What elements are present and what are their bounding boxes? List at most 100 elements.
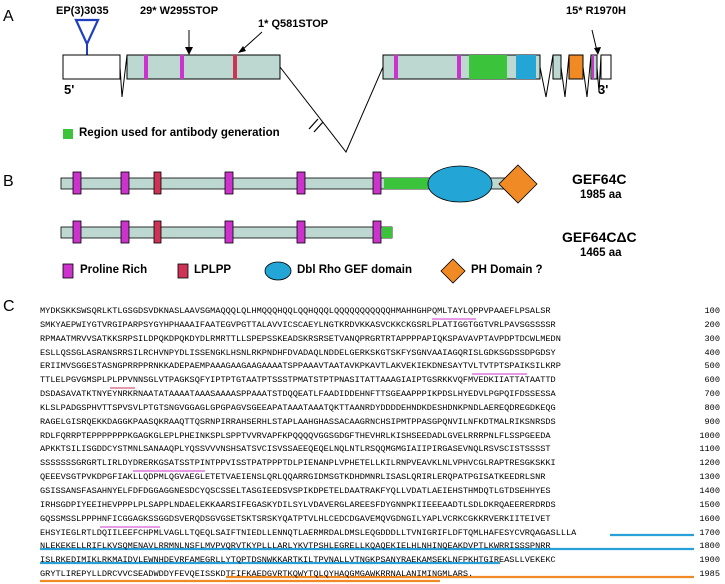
sequence-residues: MYDKSKKSWSQRLKTLGSGDSVDKNASLAAVSGMAQQQLQ… [40, 306, 551, 316]
sequence-position: 1500 [699, 499, 720, 510]
antibody-legend-label: Region used for antibody generation [79, 127, 280, 139]
proline-rich-block [224, 171, 234, 195]
legend-lplpp-swatch [177, 263, 189, 279]
proline-rich-mark [180, 55, 184, 79]
sequence-line: KLSLPADGSPHVTTSPVSVLPTGTSNGVGGAGLGPGPAGV… [40, 402, 720, 416]
sequence-line: DSDASAVATKTNYEYNRKRNAATATAAAATAAASAAAASP… [40, 388, 720, 402]
proline-rich-block [72, 220, 82, 244]
exon-utr-5 [62, 54, 121, 80]
mutation-arrow-r1970h [591, 29, 598, 52]
long-intron [279, 66, 384, 153]
exon-large-left [126, 54, 281, 80]
sequence-position: 1100 [699, 444, 720, 455]
sequence-position: 1800 [699, 541, 720, 552]
dbl-rho-gef-domain [427, 165, 493, 203]
sequence-position: 100 [704, 306, 720, 316]
sequence-residues: NLEKEKELLRIFLKVSQMENAVLRRMNLNSFLMVPVQRVT… [40, 541, 551, 552]
legend-proline-swatch [62, 263, 74, 279]
sequence-residues: QEEEVSGTPVKDPGFIAKLLQDPMLQGVAEGLETETVAEI… [40, 472, 546, 483]
intron [582, 54, 592, 98]
intron-1 [119, 54, 128, 98]
exon-large-right [382, 54, 541, 80]
mutation-arrowhead [185, 47, 193, 55]
panel-label-c: C [3, 298, 15, 315]
sequence-position: 200 [704, 319, 720, 330]
lplpp-block [153, 220, 162, 244]
sequence-position: 800 [704, 402, 720, 413]
legend-proline-label: Proline Rich [80, 264, 148, 276]
antibody-region-bar [382, 227, 392, 238]
mutation-label-q581: 1* Q581STOP [258, 18, 329, 30]
sequence-line: RAGELGISRQEKKDAGGKPAASQKRAAQTTQSRNPIRRAH… [40, 416, 720, 430]
sequence-residues: GQSSMSSLPPPHNFICGGAGKSSGGDSVERQDSGVGSETS… [40, 513, 551, 524]
dbl-domain-part [516, 55, 536, 79]
insertion-label: EP(3)3035 [56, 5, 109, 17]
proline-rich-block [120, 171, 130, 195]
panel-label-a: A [3, 8, 14, 25]
sequence-position: 1985 [699, 569, 720, 580]
sequence-line: SSSSSSSGRGRTLIRLDYDRERKGSATSSTPINTPPVISS… [40, 457, 720, 471]
proline-rich-block [372, 171, 382, 195]
sequence-line: TTLELPGVGMSPLPLPPVNNSGLVTPAGKSQFYIPTPTGT… [40, 374, 720, 388]
sequence-line: APKKTSILISGDDCYSTMNLSANAAQPLYQSSVVVNSHSA… [40, 443, 720, 457]
ph-domain-exon [568, 54, 584, 80]
sequence-line: SMKYAEPWIYGTVRGIPARPSYGYHPHAAAIFAATEGVPG… [40, 319, 720, 333]
sequence-line: EHSYIEGLRTLDQIILEEFCHPMLVAGLLTQEQLSAIFTN… [40, 527, 720, 541]
sequence-position: 400 [704, 347, 720, 358]
sequence-residues: RPMAATMRVVSATKKSRPSILDPQKDPQKDYDLRMRTTLL… [40, 333, 561, 344]
proline-rich-block [372, 220, 382, 244]
mutation-label-w295: 29* W295STOP [140, 5, 219, 17]
proline-rich-block [72, 171, 82, 195]
intron [560, 54, 570, 98]
panel-label-b: B [3, 173, 14, 190]
sequence-line: ESLLQSSGLASRANSRRSILRCHVNPYDLISSENGKLHSN… [40, 347, 720, 361]
proline-rich-mark [144, 55, 148, 79]
sequence-residues: APKKTSILISGDDCYSTMNLSANAAQPLYQSSVVVNSHSA… [40, 444, 551, 455]
sequence-residues: ISLRKEDIMIKLRKMAIDVLEWNHDEVRFAMEGRLLYTQP… [40, 555, 556, 566]
sequence-residues: TTLELPGVGMSPLPLPPVNNSGLVTPAGKSQFYIPTPTGT… [40, 375, 556, 386]
intron [539, 54, 554, 98]
sequence-position: 1200 [699, 458, 720, 469]
sequence-residues: RDLFQRRPTEPPPPPPPKGAGKGLEPLPHEINKSPLSPPT… [40, 430, 551, 441]
sequence-line: ERIIMVSGGESTASNGPRRPPRNKKADEPAEMPAAAGAAG… [40, 360, 720, 374]
gef64c-name: GEF64C [572, 171, 627, 187]
gef64cdc-length: 1465 aa [580, 247, 622, 259]
antibody-region-bar [384, 178, 428, 189]
sequence-position: 1900 [699, 555, 720, 566]
sequence-position: 1600 [699, 513, 720, 524]
proline-rich-block [120, 220, 130, 244]
proline-rich-block [296, 171, 306, 195]
protein-sequence: MYDKSKKSWSQRLKTLGSGDSVDKNASLAAVSGMAQQQLQ… [40, 305, 720, 582]
sequence-residues: ERIIMVSGGESTASNGPRRPPRNKKADEPAEMPAAAGAAG… [40, 361, 561, 372]
sequence-residues: RAGELGISRQEKKDAGGKPAASQKRAAQTTQSRNPIRRAH… [40, 416, 556, 427]
mutation-arrowhead [238, 46, 246, 53]
proline-rich-block [296, 220, 306, 244]
sequence-residues: GSISSANSFASAHNYELFDFDGGAGGNESDCYQSCSSELT… [40, 485, 551, 496]
sequence-position: 1400 [699, 485, 720, 496]
sequence-line: NLEKEKELLRIFLKVSQMENAVLRRMNLNSFLMVPVQRVT… [40, 540, 720, 554]
legend-dbl-label: Dbl Rho GEF domain [297, 264, 412, 276]
ph-domain [498, 164, 538, 204]
gef64cdc-name: GEF64CΔC [562, 229, 637, 245]
mutation-arrowhead [594, 47, 601, 55]
sequence-position: 900 [704, 416, 720, 427]
sequence-residues: GRYTLIREPYLLDRCVVCSEADWDDYFEVQEISSKDTFIF… [40, 569, 474, 580]
mutation-label-r1970h: 15* R1970H [566, 5, 626, 17]
sequence-position: 500 [704, 361, 720, 372]
mutation-arrow-q581 [240, 31, 263, 52]
sequence-position: 600 [704, 375, 720, 386]
sequence-position: 300 [704, 333, 720, 344]
sequence-position: 1000 [699, 430, 720, 441]
proline-rich-mark [394, 55, 398, 79]
exon-small [552, 54, 562, 80]
sequence-position: 1300 [699, 472, 720, 483]
sequence-line: GSISSANSFASAHNYELFDFDGGAGGNESDCYQSCSSELT… [40, 485, 720, 499]
proline-rich-block [224, 220, 234, 244]
sequence-position: 1700 [699, 527, 720, 538]
sequence-line: GQSSMSSLPPPHNFICGGAGKSSGGDSVERQDSGVGSETS… [40, 513, 720, 527]
sequence-residues: ESLLQSSGLASRANSRRSILRCHVNPYDLISSENGKLHSN… [40, 347, 556, 358]
lplpp-block [153, 171, 162, 195]
sequence-line: MYDKSKKSWSQRLKTLGSGDSVDKNASLAAVSGMAQQQLQ… [40, 305, 720, 319]
sequence-residues: SSSSSSSGRGRTLIRLDYDRERKGSATSSTPINTPPVISS… [40, 458, 556, 469]
